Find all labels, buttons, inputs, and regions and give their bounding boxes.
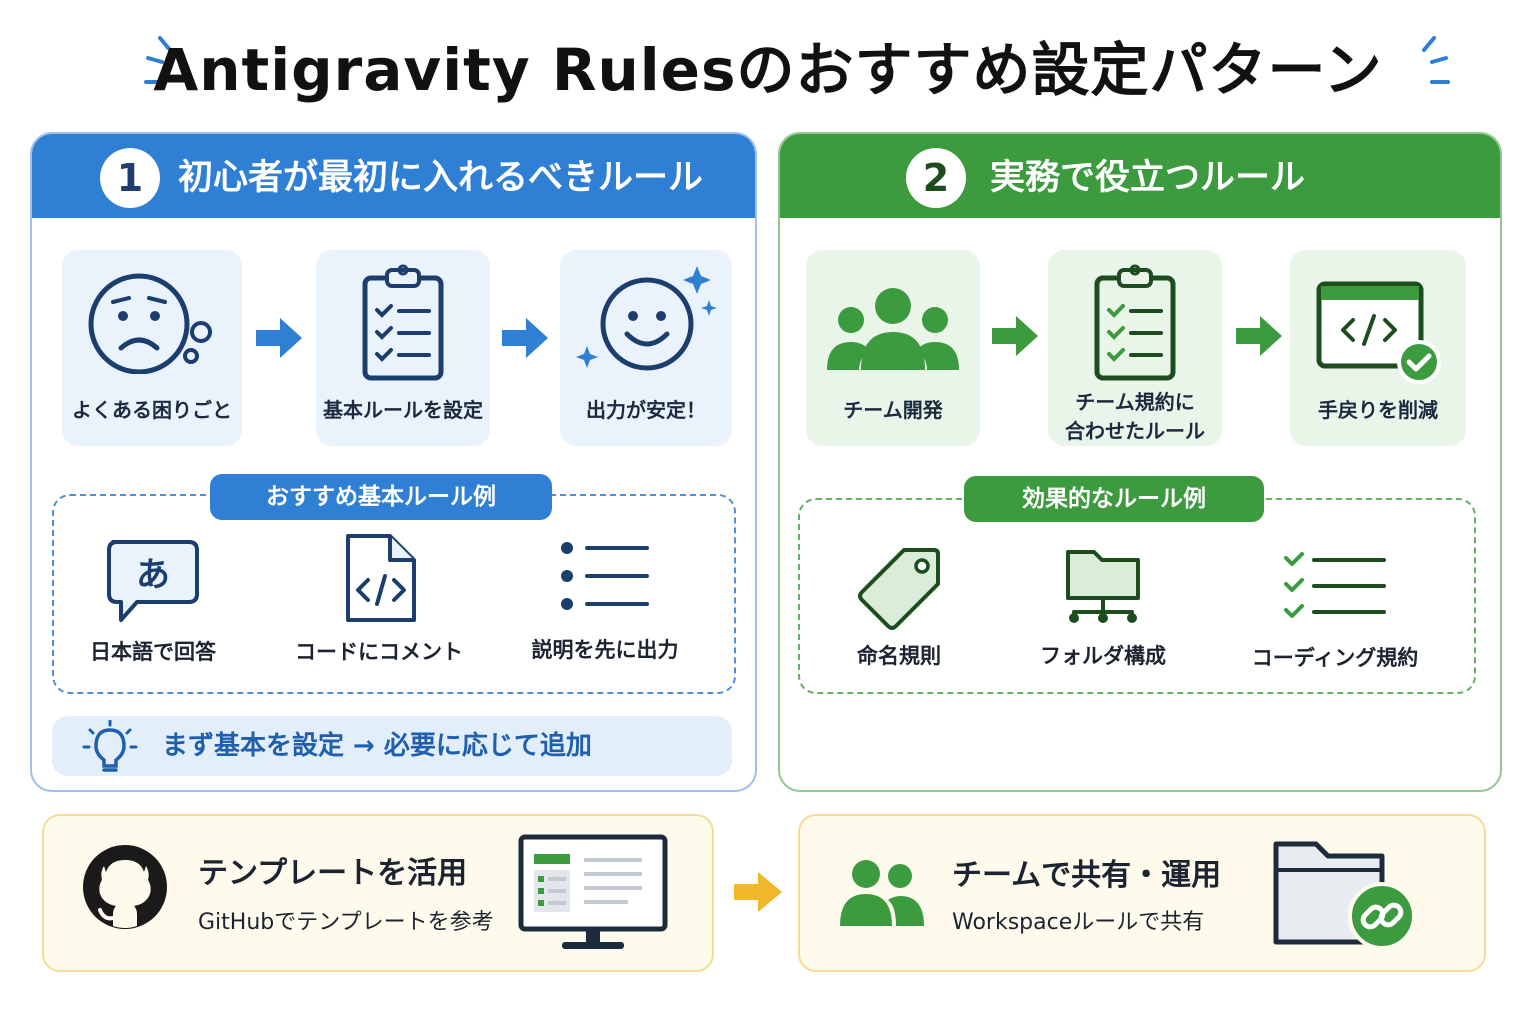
folder-tree-icon [1066,550,1140,623]
rule-explain-first-label: 説明を先に出力 [531,638,679,662]
share-card-title: チームで共有・運用 [952,858,1222,893]
rule-naming: 命名規則 [794,544,1004,670]
practical-panel-header: 2 実務で役立つルール [780,134,1500,218]
beginner-rules-heading: おすすめ基本ルール例 [210,474,552,520]
clipboard-checklist-icon [362,264,444,381]
smile-face-icon [576,266,717,371]
lightbulb-icon [82,720,138,772]
tip-text: まず基本を設定 → 必要に応じて追加 [162,731,592,761]
code-window-check-icon [1316,281,1441,384]
rule-explain-first: 説明を先に出力 [500,538,710,664]
practical-rules-heading: 効果的なルール例 [964,476,1264,522]
practical-step-reduce-rework: 手戻りを削減 [1290,250,1466,446]
rule-naming-label: 命名規則 [857,644,941,668]
arrow-right-icon [992,316,1038,356]
share-card-subtitle: Workspaceルールで共有 [952,910,1205,935]
template-card: テンプレートを活用 GitHubでテンプレートを参考 [42,814,714,972]
clipboard-checklist-icon [1094,264,1176,381]
beginner-step-problem-label: よくある困りごと [72,398,232,422]
beginner-step-setting: 基本ルールを設定 [316,250,490,446]
arrow-right-icon [1236,316,1282,356]
code-file-icon [346,534,416,622]
beginner-step-setting-label: 基本ルールを設定 [323,398,483,422]
rule-japanese-answer: あ 日本語で回答 [48,536,258,666]
team-icon [827,288,959,370]
beginner-step-problem: よくある困りごと [62,250,242,446]
folder-link-icon [1273,841,1416,950]
practical-step-convention-label-2: 合わせたルール [1065,419,1205,443]
rule-coding-convention-label: コーディング規約 [1251,646,1419,670]
speech-bubble-glyph: あ [136,555,170,595]
arrow-right-icon [734,872,782,912]
checklist-icon [1284,552,1386,618]
template-card-subtitle: GitHubでテンプレートを参考 [198,910,494,935]
title-spark-right [1414,34,1454,94]
team-share-icon [840,860,924,926]
beginner-step-stable-label: 出力が安定！ [586,398,706,422]
rule-coding-convention: コーディング規約 [1230,548,1440,672]
arrow-right-icon [502,318,548,358]
rule-code-comment: コードにコメント [274,532,484,666]
practical-step-team-label: チーム開発 [843,398,943,422]
rule-japanese-answer-label: 日本語で回答 [90,640,216,664]
beginner-panel-header: 1 初心者が最初に入れるべきルール [32,134,755,218]
arrow-right-icon [256,318,302,358]
practical-step-convention: チーム規約に 合わせたルール [1048,250,1222,446]
tag-icon [858,548,940,630]
practical-step-convention-label-1: チーム規約に [1075,390,1195,414]
practical-number-badge: 2 [906,148,966,208]
speech-bubble-icon: あ [107,540,199,622]
template-card-title: テンプレートを活用 [198,856,468,891]
rule-folder-structure: フォルダ構成 [998,544,1208,670]
rule-folder-structure-label: フォルダ構成 [1040,644,1166,668]
rule-code-comment-label: コードにコメント [295,640,463,664]
github-icon [83,845,167,929]
practical-step-team: チーム開発 [806,250,980,446]
practical-rules-panel: 2 実務で役立つルール チーム開発 [778,132,1502,792]
beginner-number-badge: 1 [100,148,160,208]
monitor-template-icon [518,834,668,949]
beginner-step-stable: 出力が安定！ [560,250,732,446]
sad-face-icon [88,273,212,374]
tip-bar: まず基本を設定 → 必要に応じて追加 [52,716,732,776]
beginner-rules-panel: 1 初心者が最初に入れるべきルール よくある困りごと 基本ルールを [30,132,757,792]
title-spark-left [140,34,180,94]
beginner-panel-title: 初心者が最初に入れるべきルール [178,158,704,198]
practical-step-reduce-rework-label: 手戻りを削減 [1318,398,1438,422]
page-title: Antigravity Rulesのおすすめ設定パターン [153,36,1383,104]
practical-panel-title: 実務で役立つルール [990,158,1306,198]
bullet-list-icon [561,542,649,610]
share-card: チームで共有・運用 Workspaceルールで共有 [798,814,1486,972]
